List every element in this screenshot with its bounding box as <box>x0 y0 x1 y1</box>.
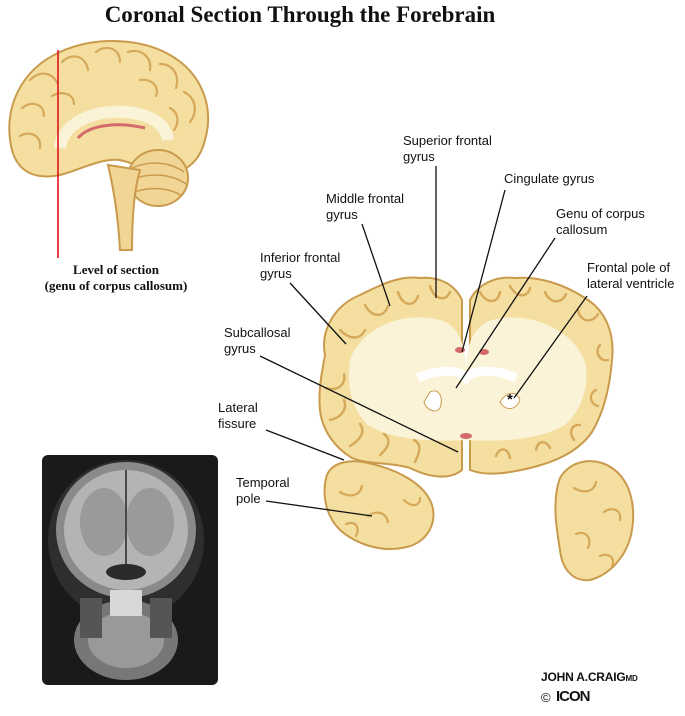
label-inferior-frontal-gyrus: Inferior frontal gyrus <box>260 250 340 282</box>
label-temporal-pole: Temporal pole <box>236 475 289 507</box>
asterisk-marker: * <box>507 391 513 408</box>
label-line: gyrus <box>403 149 435 164</box>
label-line: gyrus <box>260 266 292 281</box>
icon-logo: ICON <box>556 688 591 705</box>
label-cingulate-gyrus: Cingulate gyrus <box>504 171 594 187</box>
label-line: callosum <box>556 222 608 237</box>
artist-signature: JOHN A.CRAIGMD <box>541 670 638 684</box>
label-genu-of-corpus-callosum: Genu of corpus callosum <box>556 206 645 238</box>
caption-line-2: (genu of corpus callosum) <box>44 278 188 293</box>
label-subcallosal-gyrus: Subcallosal gyrus <box>224 325 291 357</box>
label-line: Inferior frontal <box>260 250 341 265</box>
label-lateral-fissure: Lateral fissure <box>218 400 258 432</box>
label-line: gyrus <box>224 341 256 356</box>
label-line: fissure <box>218 416 257 431</box>
mri-scan-image <box>42 455 218 685</box>
label-superior-frontal-gyrus: Superior frontal gyrus <box>403 133 492 165</box>
label-line: Frontal pole of <box>587 260 671 275</box>
section-level-caption: Level of section (genu of corpus callosu… <box>4 262 228 294</box>
artist-md: MD <box>625 674 638 683</box>
label-line: Lateral <box>218 400 258 415</box>
label-line: Superior frontal <box>403 133 492 148</box>
label-line: Genu of corpus <box>556 206 645 221</box>
artist-name: JOHN A.CRAIG <box>541 670 626 684</box>
copyright-symbol: © <box>541 690 551 705</box>
page-title: Coronal Section Through the Forebrain <box>104 2 496 27</box>
leader-lines <box>259 166 588 517</box>
caption-line-1: Level of section <box>73 262 159 277</box>
label-line: Cingulate gyrus <box>504 171 595 186</box>
label-middle-frontal-gyrus: Middle frontal gyrus <box>326 191 404 223</box>
label-line: gyrus <box>326 207 358 222</box>
label-frontal-pole-lateral-ventricle: Frontal pole of lateral ventricle <box>587 260 674 292</box>
sagittal-brain-illustration <box>8 40 210 258</box>
label-line: pole <box>236 491 261 506</box>
label-line: Subcallosal <box>224 325 291 340</box>
label-line: Middle frontal <box>326 191 405 206</box>
label-line: lateral ventricle <box>587 276 675 291</box>
coronal-section-illustration <box>318 276 635 582</box>
label-line: Temporal <box>236 475 290 490</box>
